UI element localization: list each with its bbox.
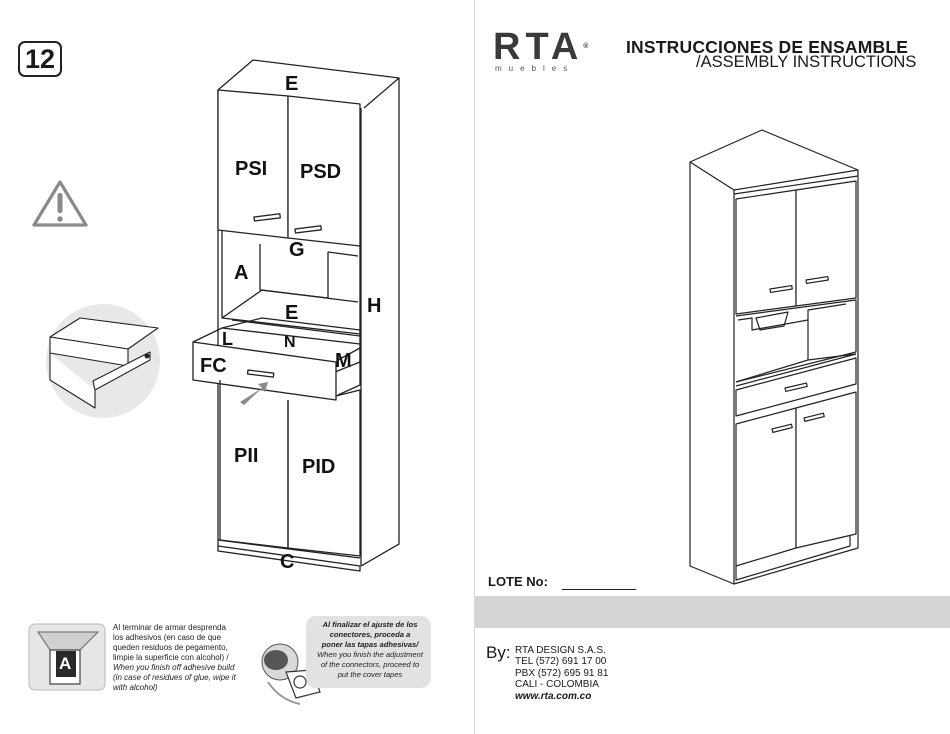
adhesive-note-line-en: When you finish off adhesive build [113,663,235,672]
page-fold-divider [474,0,475,734]
label-shelf-e: E [285,302,299,324]
brand-name: RTA [493,26,584,68]
push-arrow-icon [240,382,268,405]
connector-note-line-en: When you finish the adjustment [317,650,423,659]
registered-mark: ® [583,43,589,50]
cabinet-top-panel [217,59,400,109]
adhesive-note-line: Al terminar de armar desprenda [113,623,226,632]
company-name: RTA DESIGN S.A.S. [515,645,606,656]
connector-note-line-en: of the connectors, proceed to [320,660,420,669]
step-number-badge: 12 [18,41,62,77]
label-g: G [289,239,305,261]
cabinet-exploded-diagram [28,59,400,705]
connector-note-line-en: put the cover tapes [337,670,403,679]
connector-note: Al finalizar el ajuste de los conectores… [314,620,426,680]
title-spanish: INSTRUCCIONES DE ENSAMBLE [626,37,909,57]
website-link[interactable]: www.rta.com.co [515,690,592,702]
label-pid: PID [302,456,336,478]
drawer-front-panel [192,341,337,401]
upper-door-right [795,180,857,307]
connector-note-line: conectores, proceda a [329,630,411,639]
pbx-number: PBX (572) 695 91 81 [515,667,609,679]
brand-logo: RTA® muebles [493,28,589,73]
adhesive-note: Al terminar de armar desprenda los adhes… [113,623,273,693]
label-a: A [234,262,249,284]
by-label: By: [486,643,511,662]
label-h: H [367,295,382,317]
label-n: N [284,334,296,351]
sticker-letter: A [59,654,72,673]
upper-door-left [735,189,797,315]
label-psi: PSI [235,158,268,180]
drawer-front [735,357,857,417]
adhesive-note-line: los adhesivos (en caso de que [113,633,222,642]
contact-block: RTA DESIGN S.A.S. TEL (572) 691 17 00 PB… [515,645,608,702]
adhesive-note-line-en: with alcohol) [113,683,158,692]
warning-triangle-icon [32,180,88,227]
label-pii: PII [234,445,259,467]
lote-label: LOTE No: [488,574,548,589]
label-top-panel-e: E [285,73,299,95]
label-fc: FC [200,355,227,377]
gray-band [475,596,950,628]
adhesive-note-line: limpie la superficie con alcohol) / [113,653,229,662]
adhesive-note-line-en: (in case of residues of glue, wipe it [113,673,236,682]
telephone: TEL (572) 691 17 00 [515,656,607,668]
lote-field-line[interactable] [562,589,636,590]
drawer-slide-detail-icon [46,304,160,418]
adhesive-sticker-icon [28,623,106,691]
lower-door-right [795,391,857,549]
label-psd: PSD [300,161,342,183]
cabinet-carcass [689,129,859,585]
lower-door-left [735,407,797,567]
label-c: C [280,551,295,573]
adhesive-note-line: queden residuos de pegamento, [113,643,228,652]
cabinet-right-side-panel [360,78,400,567]
title-english: /ASSEMBLY INSTRUCTIONS [696,53,917,71]
label-m: M [335,350,352,372]
city: CALI - COLOMBIA [515,679,599,691]
brand-subtitle: muebles [495,64,575,73]
connector-note-line: poner las tapas adhesivas/ [321,640,419,649]
connector-note-bubble [306,616,431,688]
connector-note-line: Al finalizar el ajuste de los [322,620,418,629]
label-l: L [222,329,233,349]
